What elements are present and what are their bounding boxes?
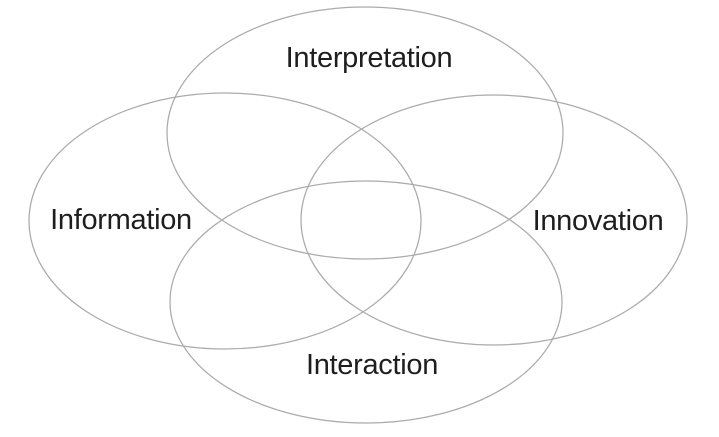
venn-ellipse-interpretation — [166, 6, 564, 260]
venn-label-innovation: Innovation — [533, 205, 664, 237]
venn-ellipse-information — [28, 92, 422, 350]
venn-ellipse-interaction — [169, 180, 563, 424]
venn-label-interaction: Interaction — [306, 349, 438, 381]
venn-label-interpretation: Interpretation — [286, 42, 453, 74]
venn-label-information: Information — [50, 204, 192, 236]
venn-ellipse-innovation — [300, 94, 688, 346]
